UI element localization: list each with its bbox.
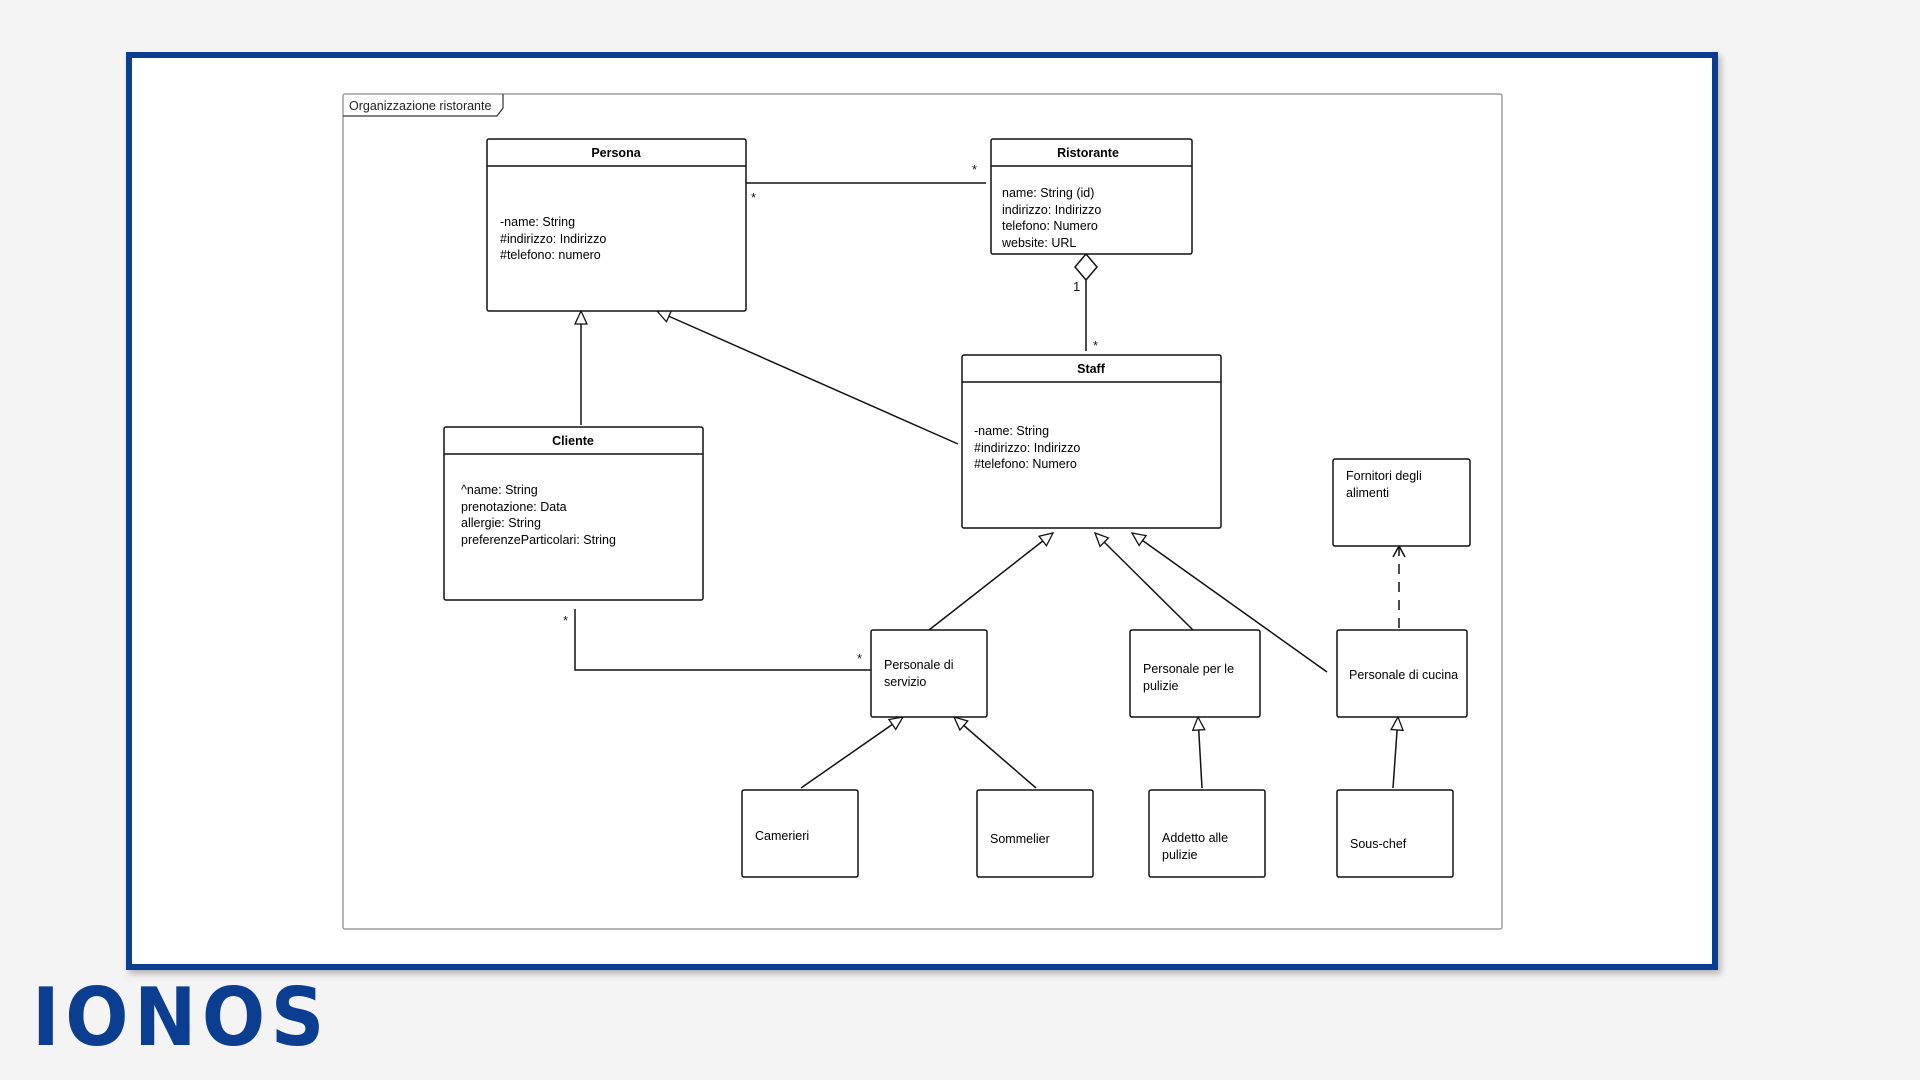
- uml-class-diagram: Organizzazione ristorante * * 1 * *: [342, 93, 1503, 930]
- package-label: Organizzazione ristorante: [349, 99, 491, 113]
- attribute: #telefono: Numero: [974, 457, 1077, 471]
- attribute: website: URL: [1001, 236, 1076, 250]
- attribute: #indirizzo: Indirizzo: [974, 441, 1080, 455]
- attribute: telefono: Numero: [1002, 219, 1098, 233]
- mult-ristorante-staff-1: 1: [1073, 279, 1080, 294]
- generalization-camerieri-servizio: [800, 717, 903, 789]
- class-label: Camerieri: [755, 829, 809, 843]
- attribute: ^name: String: [461, 483, 538, 497]
- class-label: Personale per le: [1143, 662, 1234, 676]
- class-staff[interactable]: Staff -name: String #indirizzo: Indirizz…: [961, 354, 1222, 529]
- class-title: Staff: [1077, 362, 1106, 376]
- package-frame: Organizzazione ristorante: [342, 93, 1503, 930]
- class-ristorante[interactable]: Ristorante name: String (id) indirizzo: …: [990, 138, 1193, 255]
- mult-staff: *: [1093, 338, 1098, 353]
- generalization-staff-persona: [657, 311, 959, 445]
- generalization-souschef-cucina: [1393, 717, 1398, 789]
- connectors: [574, 182, 1406, 789]
- generalization-pulizie-staff: [1095, 533, 1194, 631]
- class-label: Addetto alle: [1162, 831, 1228, 845]
- class-persona[interactable]: Persona -name: String #indirizzo: Indiri…: [486, 138, 747, 312]
- class-label: Fornitori degli: [1346, 469, 1422, 483]
- attribute: -name: String: [500, 215, 575, 229]
- class-label: Sommelier: [990, 832, 1050, 846]
- class-camerieri[interactable]: Camerieri: [741, 789, 859, 878]
- attribute: name: String (id): [1002, 186, 1094, 200]
- aggregation-diamond: [1074, 252, 1098, 282]
- mult-servizio: *: [857, 651, 862, 666]
- mult-ristorante: *: [972, 162, 977, 177]
- class-title: Persona: [591, 146, 641, 160]
- class-sommelier[interactable]: Sommelier: [976, 789, 1094, 878]
- mult-cliente: *: [563, 613, 568, 628]
- ionos-logo: IONOS: [32, 971, 330, 1064]
- class-cliente[interactable]: Cliente ^name: String prenotazione: Data…: [443, 426, 704, 601]
- attribute: prenotazione: Data: [461, 500, 567, 514]
- diagram-frame: Organizzazione ristorante * * 1 * *: [126, 52, 1718, 970]
- attribute: allergie: String: [461, 516, 541, 530]
- association-cliente-servizio: [574, 609, 871, 671]
- class-label: pulizie: [1143, 679, 1178, 693]
- attribute: #indirizzo: Indirizzo: [500, 232, 606, 246]
- generalization-sommelier-servizio: [954, 717, 1037, 789]
- class-label: Personale di cucina: [1349, 668, 1458, 682]
- attribute: preferenzeParticolari: String: [461, 533, 616, 547]
- class-personale-pulizie[interactable]: Personale per le pulizie: [1129, 629, 1261, 718]
- class-label: alimenti: [1346, 486, 1389, 500]
- class-personale-servizio[interactable]: Personale di servizio: [870, 629, 988, 718]
- generalization-servizio-staff: [928, 533, 1053, 631]
- class-personale-cucina[interactable]: Personale di cucina: [1336, 629, 1468, 718]
- multiplicity-labels: * * 1 * * *: [563, 162, 1098, 666]
- class-fornitori-alimenti[interactable]: Fornitori degli alimenti: [1332, 458, 1471, 547]
- generalization-addetto-pulizie: [1198, 717, 1202, 789]
- attribute: -name: String: [974, 424, 1049, 438]
- class-sous-chef[interactable]: Sous-chef: [1336, 789, 1454, 878]
- mult-persona: *: [751, 190, 756, 205]
- attribute: indirizzo: Indirizzo: [1002, 203, 1101, 217]
- class-label: servizio: [884, 675, 926, 689]
- class-title: Ristorante: [1057, 146, 1119, 160]
- attribute: #telefono: numero: [500, 248, 601, 262]
- class-title: Cliente: [552, 434, 594, 448]
- class-label: Personale di: [884, 658, 954, 672]
- class-addetto-pulizie[interactable]: Addetto alle pulizie: [1148, 789, 1266, 878]
- class-label: pulizie: [1162, 848, 1197, 862]
- class-label: Sous-chef: [1350, 837, 1407, 851]
- generalization-cucina-staff: [1132, 533, 1328, 673]
